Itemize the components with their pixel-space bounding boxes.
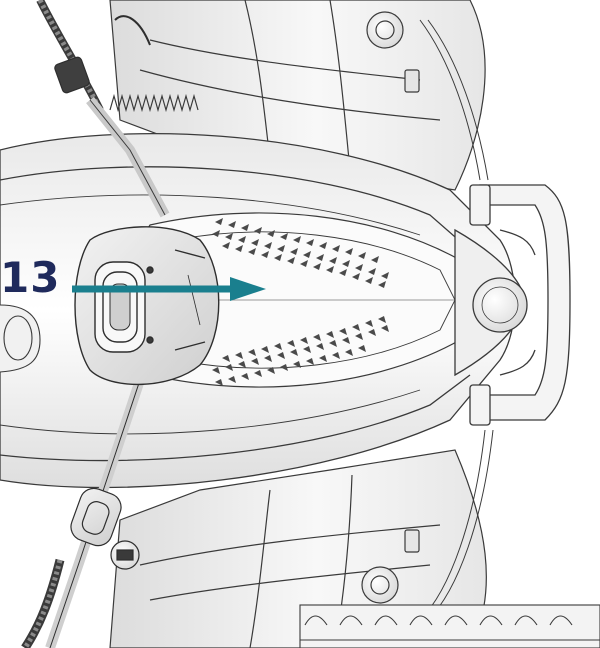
lower-vent-pattern (212, 316, 389, 386)
callout-arrow (72, 277, 266, 301)
front-nose (454, 228, 528, 377)
coil-spring (109, 93, 199, 113)
callout-number-label: 13 (0, 253, 61, 302)
right-bumper (469, 184, 571, 426)
lower-cable-assembly (21, 378, 145, 648)
swivel-module (74, 226, 220, 386)
left-edge-fitting (0, 304, 41, 373)
callout-arrow-head (230, 277, 266, 301)
bottom-tread (299, 604, 600, 648)
upper-vent-pattern (212, 218, 389, 288)
upper-right-fittings (366, 11, 489, 181)
front-boss-circle (472, 277, 528, 333)
upper-cable-assembly (36, 0, 199, 218)
cable-clip (70, 487, 122, 547)
lower-right-fittings (361, 429, 494, 621)
